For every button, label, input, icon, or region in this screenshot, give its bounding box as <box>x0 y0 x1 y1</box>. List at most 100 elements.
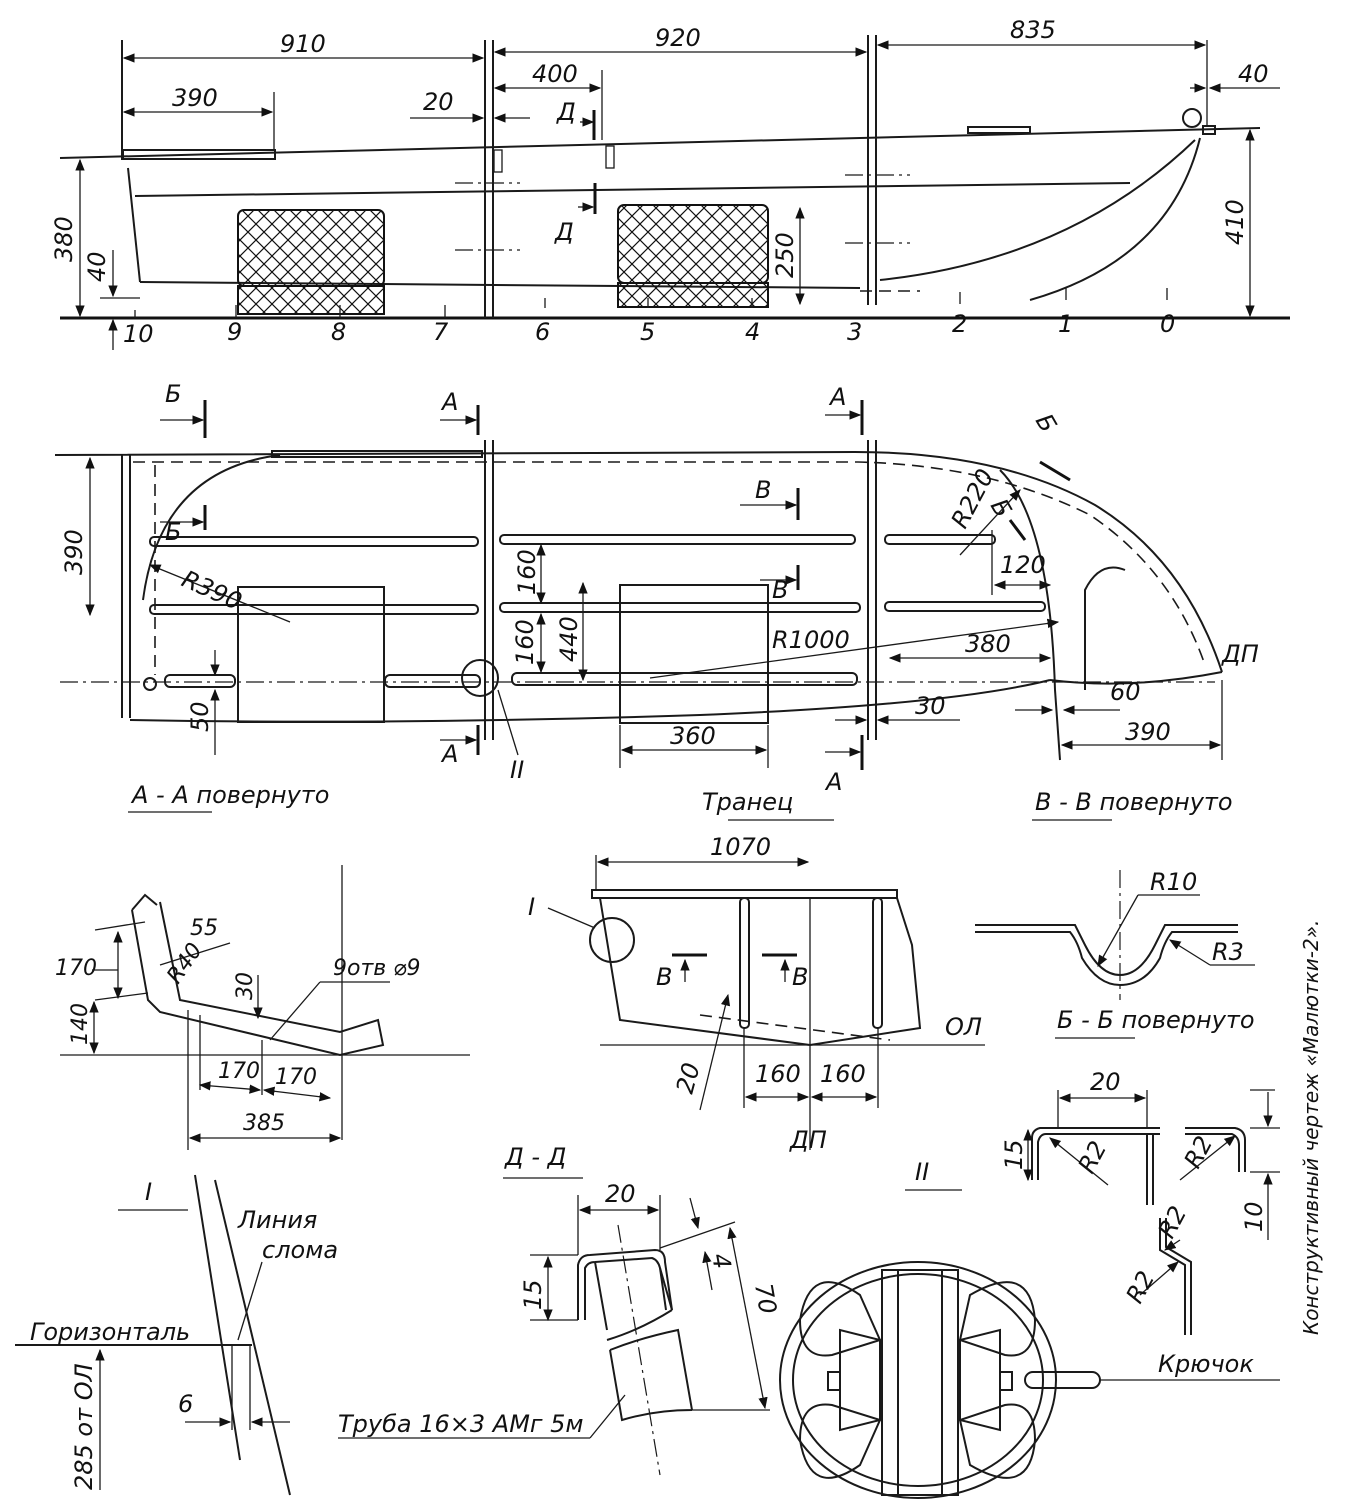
transom-dash <box>699 1014 891 1041</box>
dd-dim-15: 15 <box>519 1279 547 1310</box>
bb-r10: R10 <box>1150 868 1197 896</box>
lobe-tr <box>958 1281 1037 1357</box>
plan-view: Б Б А А А А В В Б Б ДП II 390 R390 160 <box>54 380 1259 796</box>
hook-pin <box>1024 1371 1101 1389</box>
aa-dim-170: 170 <box>55 956 97 981</box>
stringer <box>884 534 996 545</box>
bow-frame <box>999 469 1061 761</box>
caption-node1: I <box>145 1178 152 1206</box>
leader <box>589 1394 626 1439</box>
hull-curve-aft <box>142 454 281 601</box>
transom-ol: ОЛ <box>945 1013 982 1041</box>
dim-r1000: R1000 <box>772 626 850 654</box>
dd-dim-70-line <box>727 1226 768 1410</box>
seat-mid-base <box>617 282 769 308</box>
stringers <box>143 534 1046 697</box>
dim-ext <box>659 1221 736 1249</box>
seat-mid-plan <box>619 584 769 724</box>
lobe-bl <box>798 1403 882 1479</box>
stringer <box>499 534 856 545</box>
n2-r2d-leader <box>1139 1261 1179 1296</box>
leader <box>497 689 519 756</box>
dim-835: 835 <box>1010 16 1056 44</box>
dd-profile <box>577 1248 673 1320</box>
section-b-label: Б <box>1030 409 1062 437</box>
oarlock-barrel <box>881 1269 959 1496</box>
n2-r2c-leader <box>1164 1239 1181 1251</box>
side-profile-view: Д Д 10 9 8 7 6 5 4 3 2 1 0 <box>50 16 1290 350</box>
stringer <box>149 604 479 615</box>
aa-dim-170b: 170 <box>218 1059 260 1084</box>
caption-bb: Б - Б повернуто <box>1057 1006 1255 1034</box>
keel-wavy <box>129 679 1051 723</box>
stringer <box>164 674 236 688</box>
leader <box>547 907 596 929</box>
n1-line-break-1: Линия <box>237 1206 317 1234</box>
bow-deck-strip <box>967 126 1031 134</box>
n2-r2a: R2 <box>1073 1136 1113 1177</box>
n1-outer-line <box>194 1174 241 1461</box>
aa-ext <box>94 921 146 931</box>
dim-r1000-line <box>649 618 1060 679</box>
n2-web <box>1146 1134 1154 1205</box>
dim-r220: R220 <box>946 465 1000 533</box>
n2-dim-10: 10 <box>1240 1201 1268 1232</box>
caption-vv: В - В повернуто <box>1035 788 1233 816</box>
station-number: 8 <box>331 318 346 346</box>
section-v-label: В <box>755 476 771 504</box>
pin-right <box>999 1371 1013 1391</box>
transom-dim-160b: 160 <box>820 1060 866 1088</box>
dim-440: 440 <box>555 616 583 662</box>
dim-60: 60 <box>1110 678 1141 706</box>
aa-dim-385: 385 <box>243 1111 285 1136</box>
dd-pipe-bottom <box>609 1328 693 1422</box>
station-number: 10 <box>123 320 154 348</box>
section-a-label: А <box>828 383 846 411</box>
dim-360: 360 <box>670 722 716 750</box>
stringer <box>499 602 861 613</box>
dim-40-top: 40 <box>1238 60 1269 88</box>
section-a-label: А <box>440 388 458 416</box>
seat-aft <box>237 209 385 287</box>
deck-strip-plan <box>271 450 483 458</box>
dim-20-line <box>699 993 731 1111</box>
n2-dim-20: 20 <box>1090 1068 1121 1096</box>
aa-ext <box>94 992 149 1001</box>
transom-dim-160a: 160 <box>755 1060 801 1088</box>
aa-dim-140: 140 <box>68 1003 93 1045</box>
oarlock-ring-in <box>792 1273 1044 1487</box>
station-number: 6 <box>535 318 550 346</box>
seat-aft-plan <box>237 586 385 723</box>
n2-r2b-leader <box>1179 1135 1236 1181</box>
dim-920: 920 <box>655 24 701 52</box>
transom-dim-1070: 1070 <box>710 833 771 861</box>
aa-profile <box>131 901 385 1057</box>
transom-view: I ОЛ В В 1070 20 160 160 ДП <box>528 833 985 1154</box>
transom-stiffener <box>739 897 750 1029</box>
bow-curve-inner <box>879 139 1196 281</box>
section-d-label-top: Д <box>556 98 576 126</box>
drawing-title: Конструктивный чертеж «Малютки-2». <box>1299 920 1323 1335</box>
n1-horizontal-label: Горизонталь <box>30 1318 190 1346</box>
section-d-label-bottom: Д <box>554 218 574 246</box>
caption-dd: Д - Д <box>504 1143 566 1171</box>
caption-tranets: Транец <box>702 788 793 816</box>
bow-cutout <box>1084 566 1126 690</box>
seat-mid <box>617 204 769 284</box>
dp-label: ДП <box>1221 640 1259 668</box>
oarlock-hook-view: Крючок <box>779 1261 1280 1499</box>
bb-r3: R3 <box>1212 938 1244 966</box>
leader <box>269 981 321 1041</box>
inner-deck-plan <box>133 461 1206 666</box>
transom-stiffener <box>872 897 883 1029</box>
aa-dim-170c: 170 <box>275 1065 317 1090</box>
dim-910: 910 <box>280 30 326 58</box>
n1-break-line <box>214 1179 291 1496</box>
station-ticks <box>134 288 1168 318</box>
n2-joggle <box>1159 1218 1192 1335</box>
hub-right <box>959 1328 1001 1432</box>
dim-400: 400 <box>532 60 578 88</box>
leader <box>237 1261 263 1341</box>
